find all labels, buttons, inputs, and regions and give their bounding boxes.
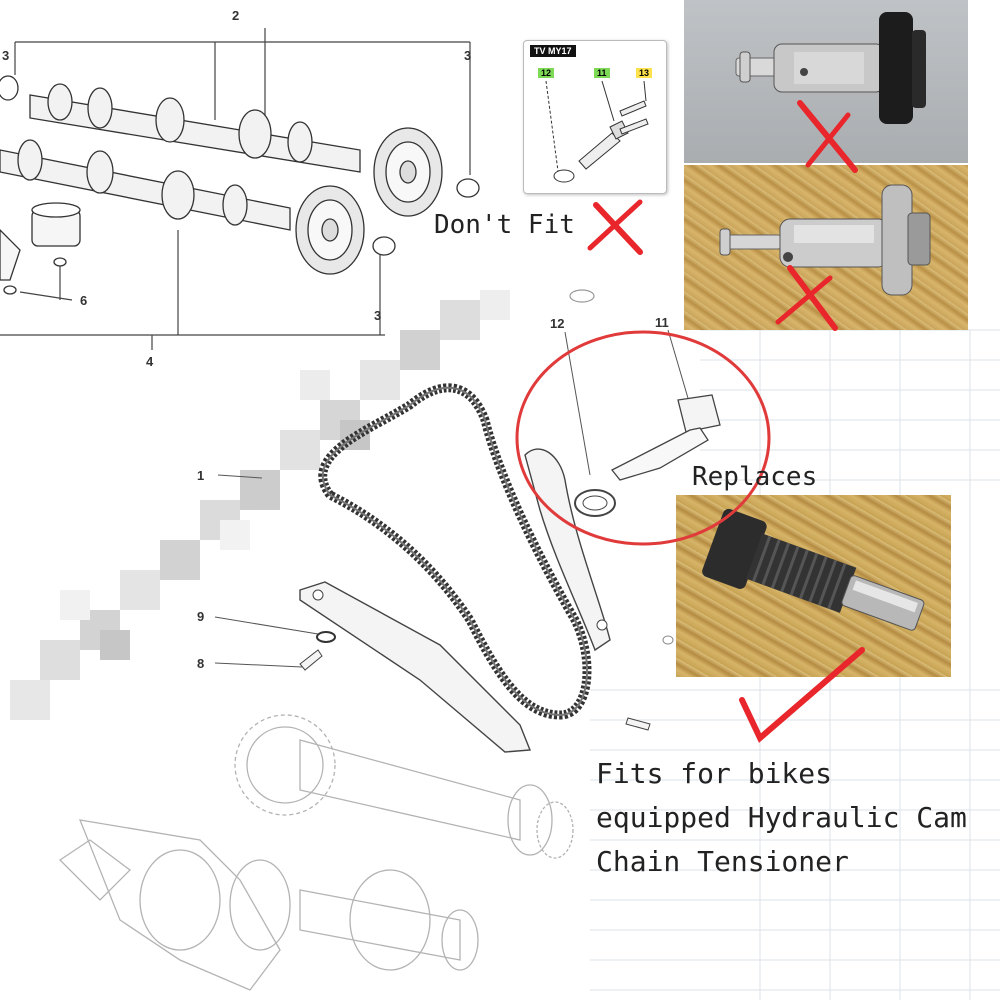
fits-text-line-2: equipped Hydraulic Cam — [596, 801, 967, 834]
callout-3-b: 3 — [464, 48, 471, 63]
pixelated-area — [10, 290, 510, 720]
callout-3-a: 3 — [2, 48, 9, 63]
cross-mark-inset — [593, 202, 643, 255]
inset-tag-11: 11 — [594, 68, 610, 78]
replaces-label: Replaces — [692, 462, 818, 492]
highlight-circle — [515, 330, 771, 546]
check-mark — [739, 647, 865, 743]
dont-fit-label: Don't Fit — [434, 210, 575, 240]
tensioner-top-drawing — [735, 12, 926, 124]
inset-title: TV MY17 — [530, 45, 576, 57]
callout-8: 8 — [197, 656, 204, 671]
photo-hydraulic-bolt — [676, 495, 951, 677]
hydraulic-bolt-drawing — [702, 508, 925, 631]
inset-tag-12: 12 — [538, 68, 555, 78]
callout-4: 4 — [146, 354, 154, 369]
callout-1: 1 — [197, 468, 204, 483]
inset-panel: TV MY17 12 11 13 — [523, 40, 667, 194]
tensioner-wood-drawing — [719, 184, 931, 296]
fits-text-line-1: Fits for bikes — [596, 757, 833, 790]
inset-tag-13: 13 — [636, 68, 653, 78]
photo-tensioner-wood — [684, 165, 968, 330]
inset-drawing — [545, 80, 649, 183]
callout-9: 9 — [197, 609, 204, 624]
callout-6: 6 — [80, 293, 87, 308]
fits-text-line-3: Chain Tensioner — [596, 845, 849, 878]
callout-12: 12 — [550, 316, 564, 331]
cross-mark-photo1 — [797, 100, 858, 173]
callout-3-c: 3 — [374, 308, 381, 323]
callout-11: 11 — [655, 315, 669, 330]
cross-mark-photo2 — [787, 265, 838, 331]
callout-2: 2 — [232, 8, 239, 23]
